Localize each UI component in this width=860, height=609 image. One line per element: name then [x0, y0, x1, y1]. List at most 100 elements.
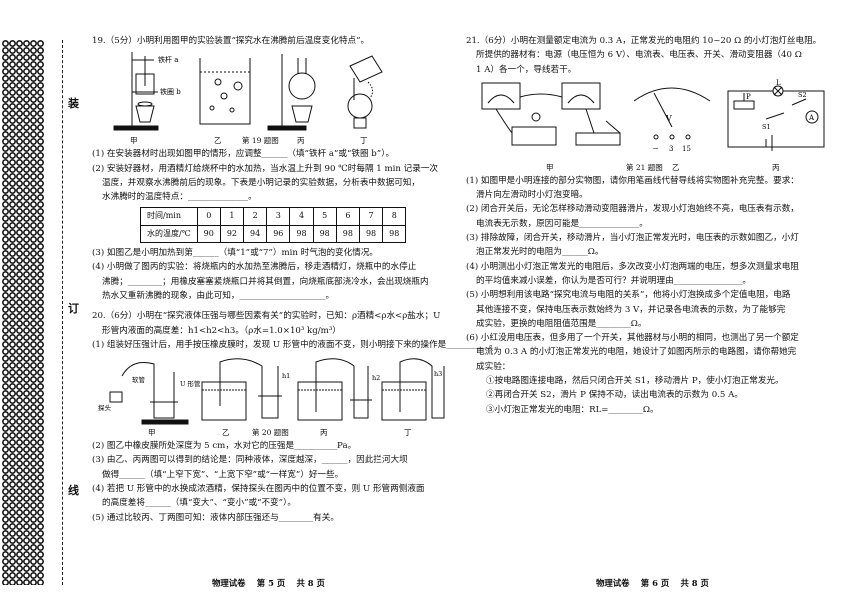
table-cell: 7 [358, 207, 384, 226]
q20-line-2: (2) 图乙中橡皮膜所处深度为 5 cm，水对它的压强是__________Pa… [92, 441, 357, 452]
q20-caption: 第 20 题图 [252, 428, 289, 438]
flask-stand [267, 54, 316, 131]
circuit-bing [727, 85, 825, 151]
q20-line-4: 做得______（填“上窄下宽”、“上宽下窄”或“一样宽”）好一些。 [102, 469, 344, 480]
beaker-bubbles [199, 58, 251, 125]
table-cell: 98 [335, 224, 360, 244]
q20-line-1: (1) 组装好压强计后，用手按压橡皮膜时，发现 U 形管中的液面不变，则小明接下… [92, 339, 498, 350]
footer-page-6: 物理试卷 第 6 页 共 8 页 [596, 578, 709, 588]
table-cell: 96 [266, 224, 291, 244]
q21-line-12: (6) 小红没用电压表，但多用了一个开关，其他器材与小明的相同，也测出了另一个额… [466, 333, 799, 344]
binding-char-zhuang: 装 [68, 97, 79, 110]
label-fifteen: 15 [682, 145, 691, 153]
gauge-bing [297, 358, 372, 421]
q21-title: 21.（6分）小明在测量额定电流为 0.3 A，正常发光的电阻约 10~20 Ω… [466, 36, 822, 46]
q20-figure: 软管 U 形管 探头 h1 h2 [92, 352, 447, 426]
table-cell: 98 [382, 224, 407, 244]
q21-line-9: (5) 小明想利用该电路“探究电流与电阻的关系”，他将小灯泡换成多个定值电阻，电… [466, 290, 791, 301]
q19-line-6: (4) 小明做了图丙的实验：将烧瓶内的水加热至沸腾后，移走酒精灯，烧瓶中的水停止 [92, 262, 417, 273]
q21-line-8: 的平均值来减小误差，你认为是否可行？并说明理由________________。 [476, 275, 752, 286]
q21-caption: 第 21 题图 [626, 162, 663, 172]
q20-line-5: (4) 若把 U 形管中的水换成浓酒精，保持探头在图丙中的位置不变，则 U 形管… [92, 484, 425, 495]
table-cell: 1 [219, 207, 245, 226]
q19-line-2: (2) 安装好器材，用酒精灯给烧杯中的水加热，当水温上升到 90 ℃时每隔 1 … [92, 163, 439, 174]
q19-title: 19.（5分）小明利用图甲的实验装置“探究水在沸腾前后温度变化特点”。 [92, 36, 370, 46]
q21-line-3: (2) 闭合开关后，无论怎样移动滑动变阻器滑片，发现小灯泡始终不亮，电压表有示数… [466, 204, 799, 215]
q19-line-4: 水沸腾时的温度特点：______________。 [102, 192, 257, 203]
q21-step-1: ①按电路图连接电路，然后只闭合开关 S1，移动滑片 P，使小灯泡正常发光。 [486, 376, 784, 387]
left-column: 19.（5分）小明利用图甲的实验装置“探究水在沸腾前后温度变化特点”。 铁杆 a… [92, 34, 498, 525]
q21-line-6: 泡正常发光时的电阻为______Ω。 [476, 247, 604, 258]
label-h3: h3 [434, 370, 442, 378]
label-iron-rod-a: 铁杆 a [158, 55, 178, 64]
q20-pressure-gauge-drawing: 软管 U 形管 探头 h1 h2 [98, 358, 445, 425]
table-cell: 5 [312, 207, 337, 226]
label-A: A [808, 114, 815, 122]
q21-line-13: 电流为 0.3 A 的小灯泡正常发光的电阻，她设计了如图丙所示的电路图，请你帮她… [476, 347, 797, 358]
label-probe: 探头 [98, 403, 112, 412]
meters-jia [481, 82, 621, 146]
inverted-flask [347, 55, 383, 129]
q19-figure-labels: 甲 乙 第 19 题图 丙 丁 [92, 134, 447, 147]
label-iron-ring-b: 铁圈 b [160, 87, 181, 96]
binding-pattern [2, 40, 44, 585]
table-cell: 3 [266, 207, 291, 226]
label-minus: － [652, 145, 659, 153]
label-P: P [746, 93, 751, 101]
table-cell: 98 [289, 224, 314, 244]
q19-label-bing: 丙 [297, 136, 305, 146]
q21-line-5: (3) 排除故障，闭合开关，移动滑片，当小灯泡正常发光时，电压表的示数如图乙，小… [466, 233, 799, 244]
label-h2: h2 [372, 374, 380, 382]
table-cell: 0 [196, 207, 221, 226]
label-S1: S1 [762, 123, 771, 131]
q21-line-14: 成实验： [476, 361, 511, 372]
table-cell: 2 [243, 207, 268, 226]
gauge-ding [381, 358, 445, 421]
gauge-yi [201, 358, 282, 421]
q21-title-2: 所提供的器材有：电源（电压恒为 6 V）、电流表、电压表、开关、滑动变阻器（40… [476, 50, 802, 61]
table-cell: 98 [358, 224, 384, 244]
q21-label-yi: 乙 [672, 162, 680, 172]
q19-label-jia: 甲 [130, 136, 138, 146]
label-v: V [665, 114, 672, 123]
q21-figure-labels: 甲 第 21 题图 乙 丙 [466, 161, 840, 174]
label-u-tube: U 形管 [180, 379, 201, 388]
table-row-time: 时间/min 0 1 2 3 4 5 6 7 8 [140, 207, 407, 226]
q21-line-2: 滑片向左滑动时小灯泡变暗。 [476, 190, 588, 201]
label-L: L [776, 79, 781, 87]
q21-label-jia: 甲 [546, 162, 554, 172]
q21-circuit-drawing: V － 3 15 L P S2 S1 [481, 79, 825, 153]
q19-line-3: 温度，并观察水沸腾前后的现象。下表是小明记录的实验数据，分析表中数据可知， [102, 177, 420, 188]
label-S2: S2 [798, 91, 807, 99]
q19-line-1: (1) 在安装器材时出现如图甲的情形，应调整______（填“铁杆 a”或“铁圈… [92, 149, 395, 160]
binding-margin: 装 订 线 [0, 0, 79, 609]
q19-line-7: 沸腾；________；用橡皮塞塞紧烧瓶口并将其倒置，向烧瓶底部浇冷水，会出现烧… [102, 276, 429, 287]
q20-figure-labels: 甲 乙 第 20 题图 丙 丁 [92, 426, 447, 439]
table-head-temp: 水的温度/℃ [140, 224, 198, 244]
q19-figure: 铁杆 a 铁圈 b [92, 48, 447, 134]
q20-line-3: (3) 由乙、丙两图可以得到的结论是：同种液体，深度越深，______，因此拦河… [92, 455, 408, 466]
q19-label-ding: 丁 [360, 136, 368, 146]
table-cell: 94 [243, 224, 268, 244]
binding-cut-line [62, 40, 63, 585]
q20-label-yi: 乙 [222, 428, 230, 438]
q21-line-4: 电流表无示数，原因可能是______________。 [476, 218, 648, 229]
q21-figure: V － 3 15 L P S2 S1 [466, 77, 840, 161]
q19-line-5: (3) 如图乙是小明加热到第______（填“1”或“7”）min 时气泡的变化… [92, 248, 379, 259]
binding-char-ding: 订 [68, 302, 79, 315]
q21-step-3: ③小灯泡正常发光的电阻：RL=________Ω。 [486, 404, 659, 415]
table-cell: 4 [289, 207, 314, 226]
q21-line-11: 成实验，更换的电阻阻值范围是________Ω。 [476, 318, 647, 329]
table-cell: 92 [219, 224, 245, 244]
gauge-jia [109, 362, 189, 425]
label-h1: h1 [282, 372, 290, 380]
voltmeter-yi [633, 87, 711, 140]
q19-data-table: 时间/min 0 1 2 3 4 5 6 7 8 水的温度/℃ 90 92 94… [140, 207, 407, 244]
q19-apparatus-drawing: 铁杆 a 铁圈 b [113, 52, 383, 131]
q21-title-3: 1 A）各一个，导线若干。 [476, 64, 577, 75]
label-soft-tube: 软管 [132, 375, 146, 384]
table-cell: 6 [335, 207, 360, 226]
right-column: 21.（6分）小明在测量额定电流为 0.3 A，正常发光的电阻约 10~20 Ω… [466, 34, 840, 417]
table-head-time: 时间/min [140, 207, 198, 226]
footer-page-5: 物理试卷 第 5 页 共 8 页 [212, 578, 325, 588]
